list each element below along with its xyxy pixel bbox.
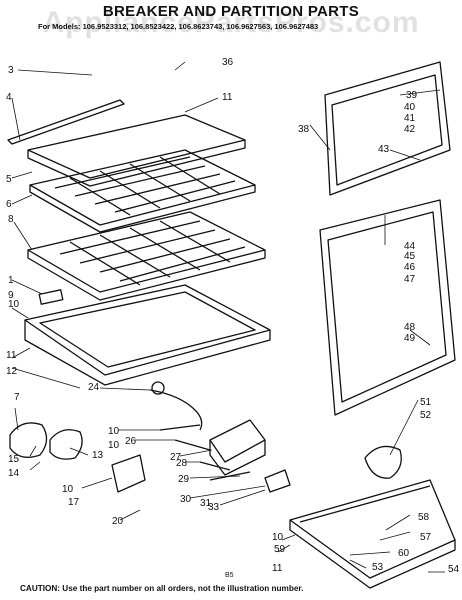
callout-29: 29 <box>178 474 190 485</box>
callout-31: 31 <box>200 498 212 509</box>
callout-28: 28 <box>176 458 188 469</box>
callout-14: 14 <box>8 468 20 479</box>
callout-39: 39 <box>406 90 418 101</box>
callout-15: 15 <box>8 454 20 465</box>
callout-26: 26 <box>125 436 137 447</box>
part-fresh-food-gasket <box>319 199 456 416</box>
callout-57: 57 <box>420 532 432 543</box>
callout-42: 42 <box>404 124 416 135</box>
callout-8: 8 <box>8 214 14 225</box>
callout-11: 11 <box>272 563 283 574</box>
callout-40: 40 <box>404 102 416 113</box>
caution-note: CAUTION: Use the part number on all orde… <box>20 584 304 593</box>
callout-10: 10 <box>108 426 120 437</box>
callout-3: 3 <box>8 65 14 76</box>
callout-6: 6 <box>6 199 12 210</box>
model-list: For Models: 106.9523312, 106.8523422, 10… <box>38 22 319 31</box>
callout-45: 45 <box>404 251 416 262</box>
callout-11: 11 <box>222 92 233 103</box>
part-strip <box>7 99 125 145</box>
callout-46: 46 <box>404 262 416 273</box>
callout-30: 30 <box>180 494 192 505</box>
callout-49: 49 <box>404 333 416 344</box>
callout-12: 12 <box>6 366 18 377</box>
callout-5: 5 <box>6 174 12 185</box>
callout-27: 27 <box>170 452 182 463</box>
part-shelf-top <box>29 149 256 226</box>
callout-43: 43 <box>378 144 390 155</box>
part-shelf-mid <box>27 211 266 293</box>
callout-36: 36 <box>222 57 234 68</box>
callout-44: 44 <box>404 241 416 252</box>
callout-10: 10 <box>62 484 74 495</box>
callout-7: 7 <box>14 392 20 403</box>
callout-47: 47 <box>404 274 416 285</box>
callout-59: 59 <box>274 544 286 555</box>
callout-13: 13 <box>92 450 104 461</box>
callout-1: 1 <box>8 275 14 286</box>
part-light-lens <box>364 445 402 479</box>
page-title: BREAKER AND PARTITION PARTS <box>102 3 360 20</box>
callout-20: 20 <box>112 516 124 527</box>
part-28-housing <box>209 419 266 463</box>
callout-17: 17 <box>68 497 80 508</box>
callout-54: 54 <box>448 564 460 575</box>
callout-52: 52 <box>420 410 432 421</box>
callout-10: 10 <box>8 299 20 310</box>
callout-33: 33 <box>208 502 220 513</box>
part-13-clip <box>49 429 83 460</box>
callout-9: 9 <box>8 290 14 301</box>
callout-10: 10 <box>108 440 120 451</box>
callout-10: 10 <box>272 532 284 543</box>
callout-53: 53 <box>372 562 384 573</box>
part-17-bracket <box>111 454 146 493</box>
callout-38: 38 <box>298 124 310 135</box>
callout-51: 51 <box>420 397 432 408</box>
callout-58: 58 <box>418 512 430 523</box>
part-7-clip <box>9 422 48 458</box>
part-freezer-gasket <box>324 61 451 196</box>
part-breaker-bottom <box>24 284 271 376</box>
callout-24: 24 <box>88 382 100 393</box>
callout-11: 11 <box>6 350 17 361</box>
callout-60: 60 <box>398 548 410 559</box>
callout-48: 48 <box>404 322 416 333</box>
page-code: B5 <box>225 572 234 579</box>
part-24-wire <box>149 389 203 431</box>
callout-4: 4 <box>6 92 12 103</box>
callout-41: 41 <box>404 113 416 124</box>
